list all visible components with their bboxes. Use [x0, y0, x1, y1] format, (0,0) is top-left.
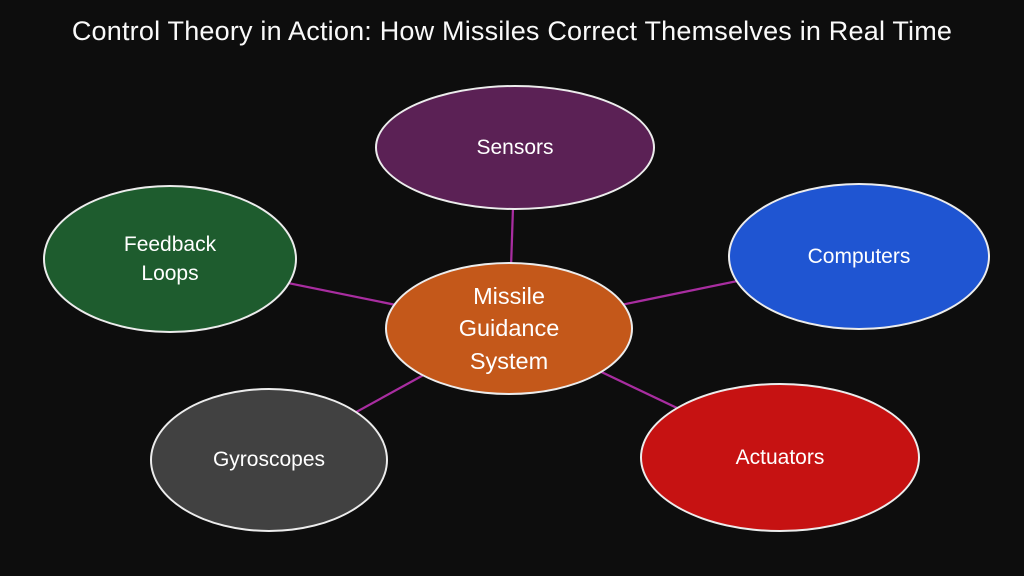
- node-feedback-loops-label: Feedback Loops: [123, 232, 217, 285]
- node-computers-label: Computers: [807, 244, 911, 268]
- node-sensors: Sensors: [375, 85, 655, 210]
- node-feedback-loops: Feedback Loops: [43, 185, 297, 333]
- node-gyroscopes: Gyroscopes: [150, 388, 388, 532]
- node-actuators: Actuators: [640, 383, 920, 532]
- node-gyroscopes-label: Gyroscopes: [212, 448, 326, 472]
- node-computers: Computers: [728, 183, 990, 330]
- slide-title: Control Theory in Action: How Missiles C…: [71, 16, 953, 46]
- node-sensors-label: Sensors: [476, 135, 554, 159]
- node-missile-guidance-system: Missile Guidance System: [385, 262, 633, 395]
- node-missile-guidance-system-label: Missile Guidance System: [458, 282, 560, 374]
- node-actuators-label: Actuators: [735, 445, 825, 469]
